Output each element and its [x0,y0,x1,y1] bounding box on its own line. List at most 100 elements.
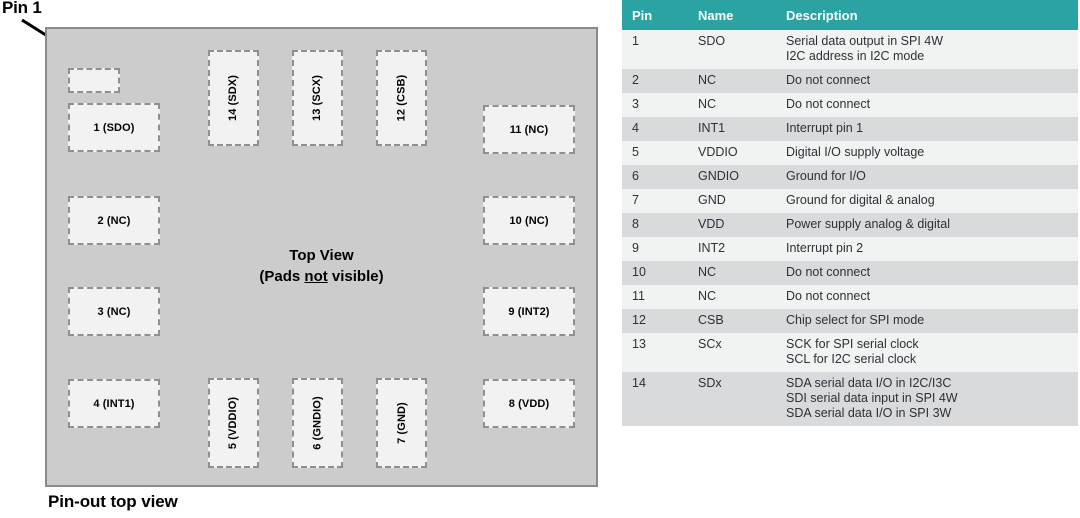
cell-pin: 11 [622,285,688,309]
cell-pin: 3 [622,93,688,117]
cell-name: NC [688,261,776,285]
pad-5-label: 5 (VDDIO) [227,396,240,450]
pad-2-label: 2 (NC) [97,214,131,227]
pad-9-label: 9 (INT2) [508,305,550,318]
chip-center-caption: Top View (Pads not visible) [47,245,596,287]
description-line: SDA serial data I/O in SPI 3W [786,406,952,420]
table-header-row: Pin Name Description [622,0,1078,30]
cell-description: Do not connect [776,93,1078,117]
description-line: SDI serial data input in SPI 4W [786,391,958,405]
pad-10: 10 (NC) [483,196,575,245]
pad-3: 3 (NC) [68,287,160,336]
pad-1-label: 1 (SDO) [93,121,135,134]
table-header: Pin Name Description [622,0,1078,30]
pad-9: 9 (INT2) [483,287,575,336]
cell-description: Interrupt pin 2 [776,237,1078,261]
description-line: SCK for SPI serial clock [786,337,919,351]
pad-12-label: 12 (CSB) [395,74,408,122]
description-line: Digital I/O supply voltage [786,145,925,159]
cell-pin: 14 [622,372,688,426]
cell-description: Interrupt pin 1 [776,117,1078,141]
description-line: Do not connect [786,265,871,279]
cell-description: Power supply analog & digital [776,213,1078,237]
cell-description: Digital I/O supply voltage [776,141,1078,165]
diagram-caption: Pin-out top view [48,492,178,511]
cell-pin: 5 [622,141,688,165]
description-line: I2C address in I2C mode [786,49,925,63]
description-line: Interrupt pin 1 [786,121,864,135]
cell-pin: 7 [622,189,688,213]
cell-pin: 9 [622,237,688,261]
pin1-marker-pad [68,68,120,93]
chip-center-line-2-pre: (Pads [259,268,305,285]
cell-name: SDx [688,372,776,426]
cell-pin: 8 [622,213,688,237]
cell-description: Ground for digital & analog [776,189,1078,213]
chip-center-line-2: (Pads not visible) [47,266,596,287]
description-line: SCL for I2C serial clock [786,352,917,366]
pad-12: 12 (CSB) [376,50,427,146]
cell-pin: 13 [622,333,688,372]
cell-name: CSB [688,309,776,333]
cell-name: NC [688,93,776,117]
column-header-pin: Pin [622,0,688,30]
description-line: Serial data output in SPI 4W [786,34,944,48]
cell-name: INT1 [688,117,776,141]
pad-6-label: 6 (GNDIO) [311,396,324,450]
cell-name: NC [688,69,776,93]
chip-center-line-1: Top View [289,247,354,264]
pad-13: 13 (SCX) [292,50,343,146]
pin1-callout-label: Pin 1 [2,0,42,17]
cell-name: SDO [688,30,776,69]
description-line: Do not connect [786,97,871,111]
pad-11-label: 11 (NC) [509,123,549,136]
pad-7-label: 7 (GND) [395,402,408,444]
pad-11: 11 (NC) [483,105,575,154]
cell-description: Do not connect [776,69,1078,93]
description-line: Chip select for SPI mode [786,313,925,327]
pad-1: 1 (SDO) [68,103,160,152]
cell-pin: 1 [622,30,688,69]
column-header-name: Name [688,0,776,30]
pad-8: 8 (VDD) [483,379,575,428]
pad-2: 2 (NC) [68,196,160,245]
cell-name: VDDIO [688,141,776,165]
pad-14-label: 14 (SDX) [227,74,240,122]
cell-name: GNDIO [688,165,776,189]
cell-name: NC [688,285,776,309]
description-line: Ground for digital & analog [786,193,935,207]
cell-name: INT2 [688,237,776,261]
cell-pin: 12 [622,309,688,333]
cell-description: Do not connect [776,285,1078,309]
description-line: Do not connect [786,289,871,303]
cell-pin: 2 [622,69,688,93]
cell-name: SCx [688,333,776,372]
pad-8-label: 8 (VDD) [508,397,550,410]
cell-description: Ground for I/O [776,165,1078,189]
pad-13-label: 13 (SCX) [311,74,324,122]
cell-pin: 6 [622,165,688,189]
cell-name: GND [688,189,776,213]
cell-pin: 4 [622,117,688,141]
pad-10-label: 10 (NC) [509,214,549,227]
pad-3-label: 3 (NC) [97,305,131,318]
pad-5: 5 (VDDIO) [208,378,259,468]
description-line: Interrupt pin 2 [786,241,864,255]
column-header-description: Description [776,0,1078,30]
pad-14: 14 (SDX) [208,50,259,146]
cell-description: Chip select for SPI mode [776,309,1078,333]
description-line: Do not connect [786,73,871,87]
